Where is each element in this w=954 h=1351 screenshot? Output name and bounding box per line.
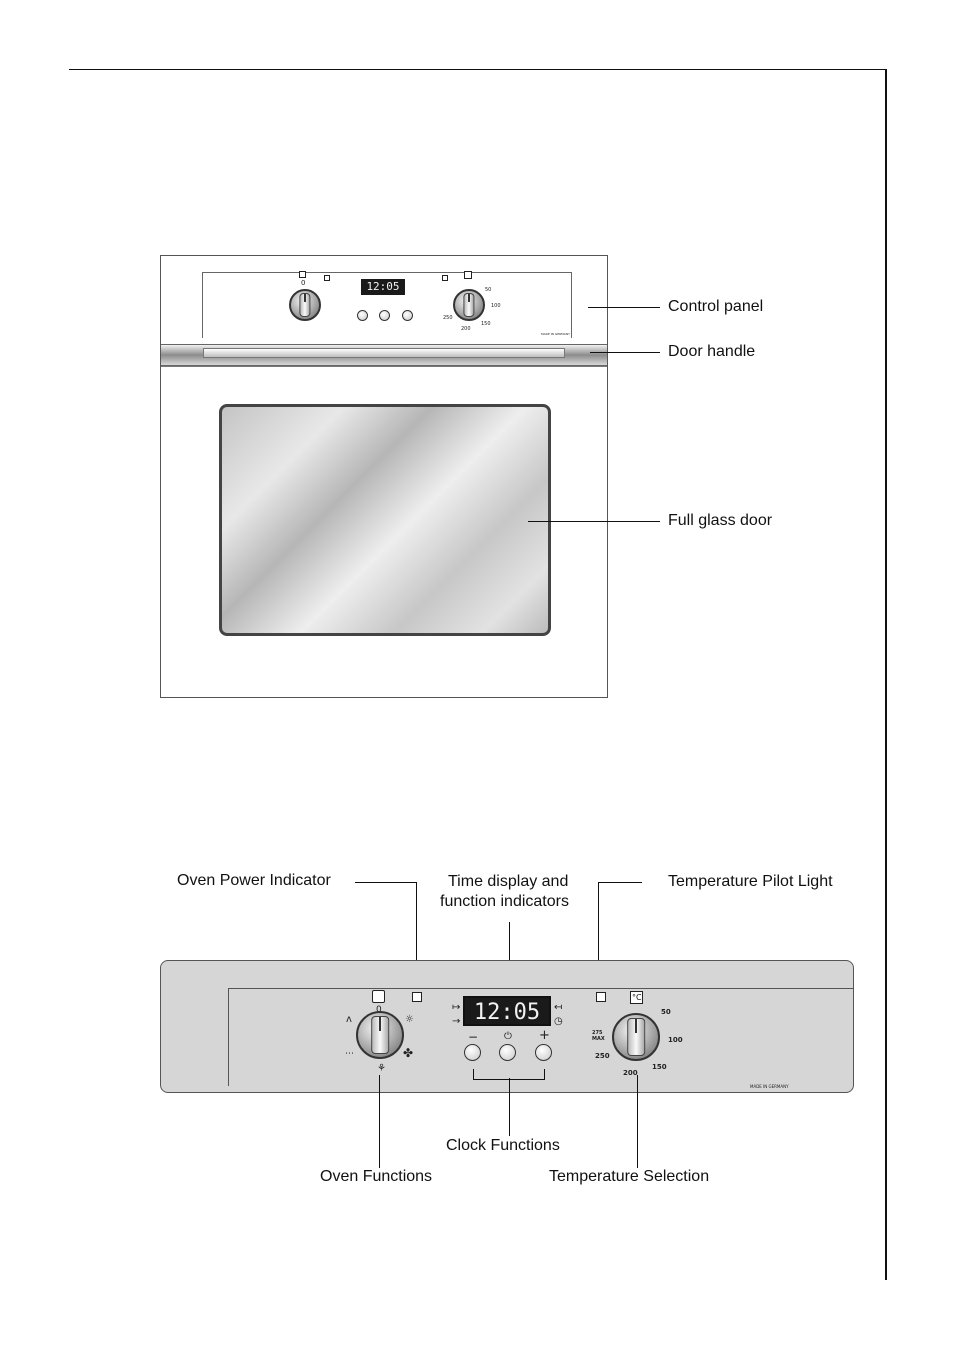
- temp-mark-100-small: 100: [491, 304, 501, 309]
- temp-mark-max: MAX: [592, 1037, 605, 1042]
- page-right-rule: [885, 69, 887, 1280]
- clock-symbol: ⏻: [504, 1032, 512, 1042]
- end-time-arrow-icon: →: [452, 1017, 460, 1027]
- leader-oven-power-h: [355, 882, 416, 883]
- label-oven-power-indicator: Oven Power Indicator: [177, 872, 331, 890]
- clock-bracket-right: [544, 1069, 545, 1079]
- defrost-icon: ⚘: [377, 1064, 386, 1074]
- oven-power-indicator-light: [412, 992, 422, 1002]
- clock-button-small: [379, 310, 390, 321]
- label-time-display-line2: function indicators: [440, 893, 569, 911]
- leader-clock-functions-v: [509, 1078, 510, 1136]
- oven-power-indicator-small: [324, 275, 330, 281]
- leader-full-glass-door: [528, 521, 660, 522]
- oven-functions-knob[interactable]: [356, 1011, 404, 1059]
- leader-door-handle: [590, 352, 660, 353]
- leader-temperature-selection-v: [637, 1075, 638, 1168]
- label-temperature-pilot-light: Temperature Pilot Light: [668, 873, 833, 891]
- minus-symbol: −: [468, 1031, 478, 1043]
- alarm-clock-icon: ◷: [554, 1017, 563, 1027]
- plus-button-small: [402, 310, 413, 321]
- made-in-print: MADE IN GERMANY: [750, 1085, 789, 1089]
- function-icon-small: [299, 271, 306, 278]
- temperature-pilot-light: [596, 992, 606, 1002]
- made-in-print-small: MADE IN GERMANY: [541, 333, 570, 336]
- cooking-time-arrow-icon: ↦: [452, 1003, 460, 1013]
- bottom-heat-icon: ⋯: [345, 1050, 354, 1059]
- oven-functions-knob-small: [289, 289, 321, 321]
- label-temperature-selection: Temperature Selection: [549, 1168, 709, 1186]
- control-panel-detail: 0 ᴧ ☼ ⋯ ✤ ⚘ ↦ → 12:05 ↤ ◷ − ⏻ + °C 50 10…: [160, 960, 854, 1093]
- celsius-icon: °C: [630, 991, 643, 1004]
- oven-function-icon: [372, 990, 385, 1003]
- temperature-knob-small: [453, 289, 485, 321]
- temp-mark-200: 200: [623, 1070, 638, 1077]
- temp-mark-150: 150: [652, 1064, 667, 1071]
- label-control-panel: Control panel: [668, 298, 763, 316]
- leader-temp-pilot-h: [598, 882, 642, 883]
- full-glass-door: [219, 404, 551, 636]
- temp-mark-100: 100: [668, 1037, 683, 1044]
- oven-front: 0 12:05 50 100 150 200 250 MADE IN GERMA…: [160, 255, 608, 698]
- temp-mark-50-small: 50: [485, 288, 491, 293]
- celsius-icon-small: [464, 271, 472, 279]
- door-handle: [203, 348, 565, 358]
- time-display: 12:05: [463, 996, 551, 1026]
- top-heat-icon: ᴧ: [346, 1015, 352, 1025]
- temp-mark-250: 250: [595, 1053, 610, 1060]
- temp-mark-50: 50: [661, 1009, 671, 1016]
- leader-control-panel: [588, 307, 660, 308]
- label-time-display-line1: Time display and: [448, 873, 568, 891]
- label-door-handle: Door handle: [668, 343, 755, 361]
- temp-mark-150-small: 150: [481, 322, 491, 327]
- label-oven-functions: Oven Functions: [320, 1168, 432, 1186]
- temp-mark-200-small: 200: [461, 327, 471, 332]
- time-display-small: 12:05: [361, 279, 405, 295]
- clock-bracket-left: [473, 1069, 474, 1079]
- clock-button[interactable]: [499, 1044, 516, 1061]
- knob-zero-mark-small: 0: [301, 280, 305, 287]
- door-top-edge: [161, 366, 607, 367]
- temperature-pilot-light-small: [442, 275, 448, 281]
- fan-icon: ✤: [403, 1047, 413, 1059]
- minus-button-small: [357, 310, 368, 321]
- plus-symbol: +: [539, 1029, 550, 1042]
- temp-mark-250-small: 250: [443, 316, 453, 321]
- label-clock-functions: Clock Functions: [446, 1137, 560, 1155]
- duration-end-arrow-icon: ↤: [554, 1003, 562, 1013]
- light-icon: ☼: [405, 1015, 414, 1025]
- label-full-glass-door: Full glass door: [668, 512, 772, 530]
- minus-button[interactable]: [464, 1044, 481, 1061]
- plus-button[interactable]: [535, 1044, 552, 1061]
- page-top-rule: [69, 69, 886, 70]
- leader-oven-functions-v: [379, 1075, 380, 1168]
- temperature-knob[interactable]: [612, 1013, 660, 1061]
